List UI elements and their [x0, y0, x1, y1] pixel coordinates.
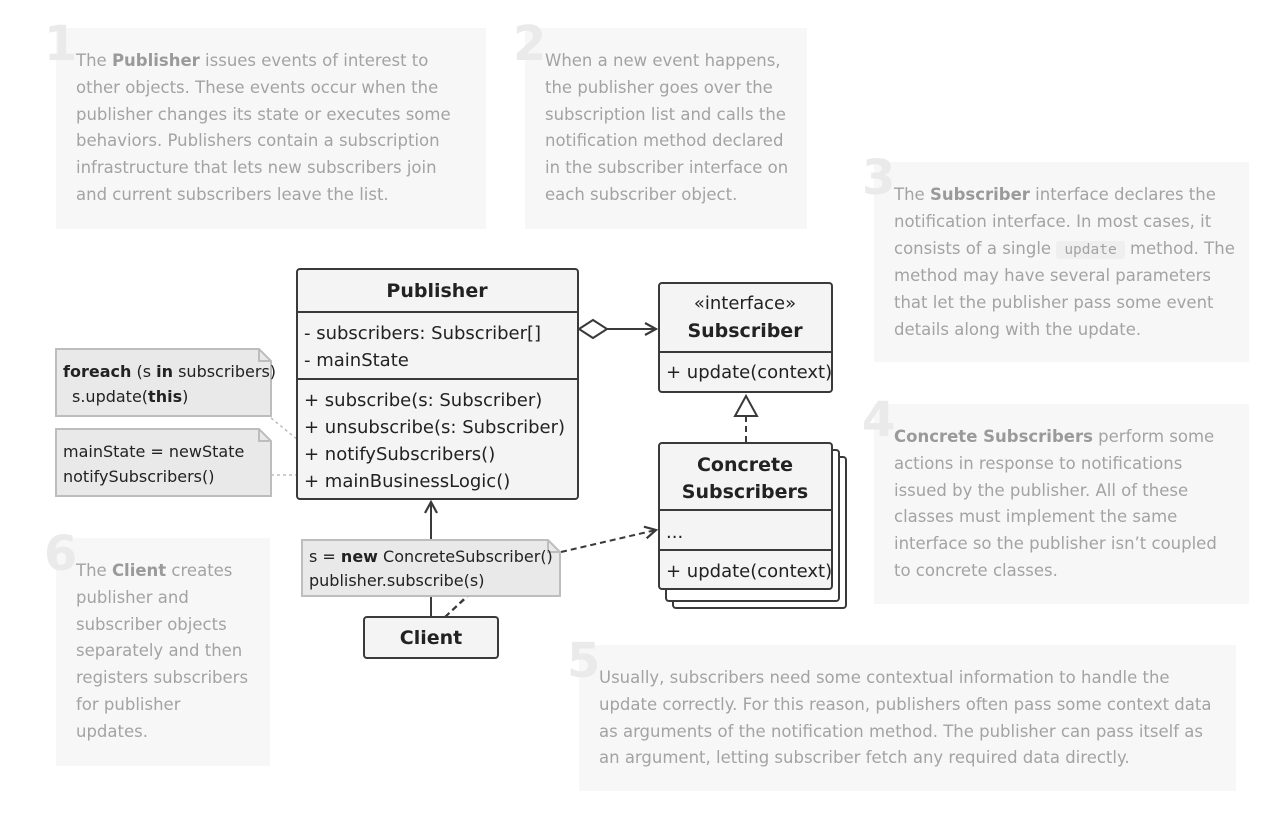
note-foreach: foreach (s in subscribers) s.update(this… — [55, 348, 276, 417]
concrete-field: ... — [666, 522, 683, 543]
publisher-method: + subscribe(s: Subscriber) — [304, 390, 542, 411]
annotation-5: 5 Usually, subscribers need some context… — [567, 637, 1236, 791]
client-class: Client — [363, 616, 499, 659]
publisher-method: + mainBusinessLogic() — [304, 471, 510, 492]
annotation-text: The Client creates publisher and subscri… — [76, 558, 256, 746]
concrete-method: + update(context) — [666, 561, 832, 582]
publisher-field: - subscribers: Subscriber[] — [304, 323, 541, 344]
note-connector — [270, 417, 299, 441]
annotation-number: 1 — [44, 16, 78, 72]
annotation-number: 6 — [44, 526, 78, 582]
bold-term: Concrete Subscribers — [894, 427, 1093, 446]
annotation-text: The Subscriber interface declares the no… — [894, 182, 1235, 344]
svg-text:foreach (s in subscribers): foreach (s in subscribers) — [63, 362, 276, 381]
subscriber-method: + update(context) — [666, 362, 832, 383]
annotation-number: 3 — [862, 150, 896, 206]
concrete-subscribers-class: Concrete Subscribers ... + update(contex… — [658, 442, 847, 609]
annotation-segment: issues events of interest to other objec… — [76, 51, 451, 204]
annotation-1: 1 The Publisher issues events of interes… — [44, 20, 486, 229]
annotation-number: 4 — [862, 392, 896, 448]
annotation-3: 3 The Subscriber interface declares the … — [862, 154, 1249, 362]
publisher-class: Publisher - subscribers: Subscriber[] - … — [296, 268, 579, 500]
annotation-segment: creates publisher and subscriber objects… — [76, 561, 249, 741]
keyword: foreach — [63, 362, 131, 381]
client-title: Client — [400, 627, 462, 649]
annotation-2: 2 When a new event happens, the publishe… — [513, 20, 807, 229]
bold-term: Client — [111, 561, 167, 580]
note-state: mainState = newState notifySubscribers() — [55, 428, 272, 497]
subscriber-title: Subscriber — [687, 320, 803, 342]
annotation-segment: The — [76, 561, 112, 580]
note-text: s.update( — [72, 387, 148, 406]
note-text: ) — [182, 387, 188, 406]
subscriber-interface: «interface» Subscriber + update(context) — [658, 282, 833, 393]
annotation-4: 4 Concrete Subscribers perform some acti… — [862, 396, 1249, 604]
code-term: update — [1056, 240, 1125, 259]
note-text: subscribers) — [173, 362, 276, 381]
annotation-6: 6 The Client creates publisher and subsc… — [44, 530, 270, 766]
note-client: s = new ConcreteSubscriber() publisher.s… — [301, 539, 561, 597]
annotation-segment: When a new event happens, the publisher … — [545, 51, 789, 204]
annotation-segment: perform some actions in response to noti… — [894, 427, 1217, 580]
annotation-text: When a new event happens, the publisher … — [545, 48, 793, 209]
annotation-segment: Usually, subscribers need some contextua… — [599, 668, 1212, 768]
note-text: s = — [309, 547, 341, 566]
publisher-title: Publisher — [386, 280, 488, 302]
note-text: mainState = newState — [63, 442, 244, 461]
annotation-segment: The — [76, 51, 112, 70]
annotation-text: The Publisher issues events of interest … — [76, 48, 472, 209]
bold-term: Subscriber — [929, 185, 1030, 204]
annotation-text: Concrete Subscribers perform some action… — [894, 424, 1235, 585]
annotation-number: 2 — [513, 16, 547, 72]
concrete-title: Concrete — [697, 454, 793, 476]
publisher-field: - mainState — [304, 350, 409, 371]
publisher-method: + unsubscribe(s: Subscriber) — [304, 417, 565, 438]
annotation-segment: interface declares the notification inte… — [894, 185, 1216, 258]
bold-term: Publisher — [111, 51, 200, 70]
realization-edge — [733, 393, 759, 442]
svg-text:s = new ConcreteSubscriber(): s = new ConcreteSubscriber() — [309, 547, 553, 566]
client-concrete-edge-segment — [444, 596, 467, 618]
concrete-title: Subscribers — [682, 481, 808, 503]
note-text: ConcreteSubscriber() — [378, 547, 553, 566]
keyword: in — [156, 362, 173, 381]
publisher-method: + notifySubscribers() — [304, 444, 495, 465]
svg-text:s.update(this): s.update(this) — [72, 387, 188, 406]
note-text: publisher.subscribe(s) — [309, 571, 484, 590]
keyword: this — [148, 387, 182, 406]
annotation-number: 5 — [567, 633, 601, 689]
annotation-text: Usually, subscribers need some contextua… — [599, 665, 1222, 772]
aggregation-edge — [577, 318, 656, 340]
keyword: new — [341, 547, 378, 566]
annotation-segment: method. The method may have several para… — [894, 238, 1235, 339]
annotation-segment: The — [894, 185, 930, 204]
subscriber-stereotype: «interface» — [694, 293, 796, 314]
note-text: (s — [131, 362, 156, 381]
note-text: notifySubscribers() — [63, 467, 214, 486]
